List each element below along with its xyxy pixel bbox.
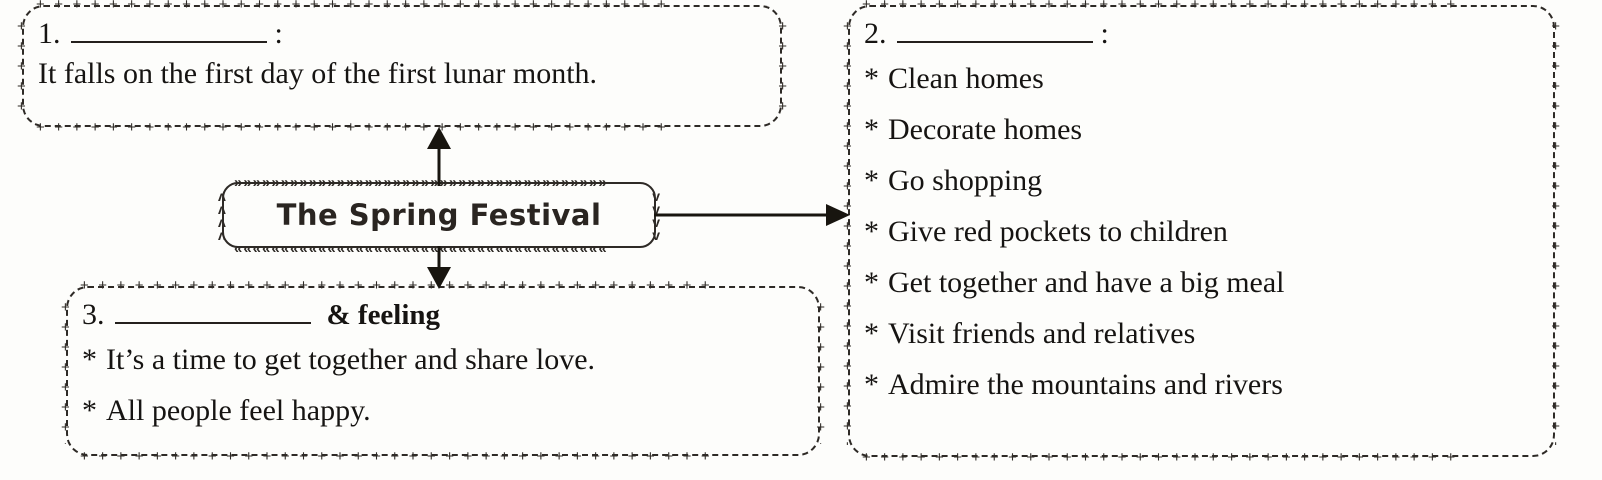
box-topic-3: +++++++++++++++++++++++++++++++++++ ++++… bbox=[61, 278, 825, 464]
box-1-colon: : bbox=[274, 17, 283, 50]
box-2-blank-field[interactable] bbox=[896, 15, 1093, 43]
box-2-bullet-list: * Clean homes * Decorate homes * Go shoppin… bbox=[864, 53, 1541, 410]
list-item-label: Give red pockets to children bbox=[888, 215, 1228, 248]
list-item: * Clean homes bbox=[864, 53, 1541, 104]
box-3-bullet-list: * It’s a time to get together and share l… bbox=[82, 334, 806, 436]
box-1-line: It falls on the first day of the first l… bbox=[38, 57, 598, 90]
bullet-marker: * bbox=[82, 343, 97, 376]
list-item: * Decorate homes bbox=[864, 104, 1541, 155]
box-2-heading: 2. : bbox=[864, 15, 1541, 53]
arrow-center-to-box3 bbox=[427, 246, 451, 289]
box-topic-2: +++++++++++++++++++++++++++++++++ ++++++… bbox=[843, 0, 1560, 465]
bullet-marker: * bbox=[864, 266, 879, 299]
list-item-label: All people feel happy. bbox=[106, 394, 371, 427]
box-3-content: 3. & feeling * It’s a time to get togethe… bbox=[66, 286, 820, 456]
arrow-center-to-box2 bbox=[654, 204, 850, 226]
list-item: * All people feel happy. bbox=[82, 385, 806, 436]
box-1-number: 1. bbox=[38, 17, 61, 50]
list-item-label: It’s a time to get together and share lo… bbox=[106, 343, 596, 376]
list-item-label: Get together and have a big meal bbox=[888, 266, 1285, 299]
list-item: * Admire the mountains and rivers bbox=[864, 359, 1541, 410]
list-item: * Get together and have a big meal bbox=[864, 257, 1541, 308]
list-item-label: Go shopping bbox=[888, 164, 1043, 197]
box-3-blank-field[interactable] bbox=[114, 296, 311, 324]
center-node-label: The Spring Festival bbox=[276, 198, 602, 232]
bullet-marker: * bbox=[864, 368, 879, 401]
box-3-heading-suffix: & feeling bbox=[326, 299, 441, 331]
box-2-number: 2. bbox=[864, 17, 887, 50]
list-item-label: Admire the mountains and rivers bbox=[888, 368, 1283, 401]
bullet-marker: * bbox=[82, 394, 97, 427]
list-item: * It’s a time to get together and share l… bbox=[82, 334, 806, 385]
list-item-label: Decorate homes bbox=[888, 113, 1083, 146]
box-topic-1: +++++++++++++++++++++++++++++++++++ ++++… bbox=[17, 0, 787, 135]
bullet-marker: * bbox=[864, 113, 879, 146]
box-1-heading: 1. : bbox=[38, 15, 768, 53]
box-1-content: 1. : It falls on the first day of the fi… bbox=[22, 5, 782, 127]
list-item: * Visit friends and relatives bbox=[864, 308, 1541, 359]
box-2-content: 2. : * Clean homes * Decorate homes * Go sh… bbox=[848, 5, 1555, 457]
bullet-marker: * bbox=[864, 215, 879, 248]
center-node-spring-festival: »»»»»»»»»»»»»»»»»»»»»»»»»»»»»»»»»»»»»»»»… bbox=[218, 175, 660, 256]
list-item: * Give red pockets to children bbox=[864, 206, 1541, 257]
list-item: * Go shopping bbox=[864, 155, 1541, 206]
bullet-marker: * bbox=[864, 62, 879, 95]
list-item-label: Visit friends and relatives bbox=[888, 317, 1196, 350]
box-3-heading: 3. & feeling bbox=[82, 296, 806, 334]
box-1-blank-field[interactable] bbox=[70, 15, 267, 43]
box-2-colon: : bbox=[1100, 17, 1109, 50]
list-item-label: Clean homes bbox=[888, 62, 1044, 95]
arrow-center-to-box1 bbox=[427, 127, 451, 186]
box-3-number: 3. bbox=[82, 298, 105, 331]
bullet-marker: * bbox=[864, 317, 879, 350]
bullet-marker: * bbox=[864, 164, 879, 197]
